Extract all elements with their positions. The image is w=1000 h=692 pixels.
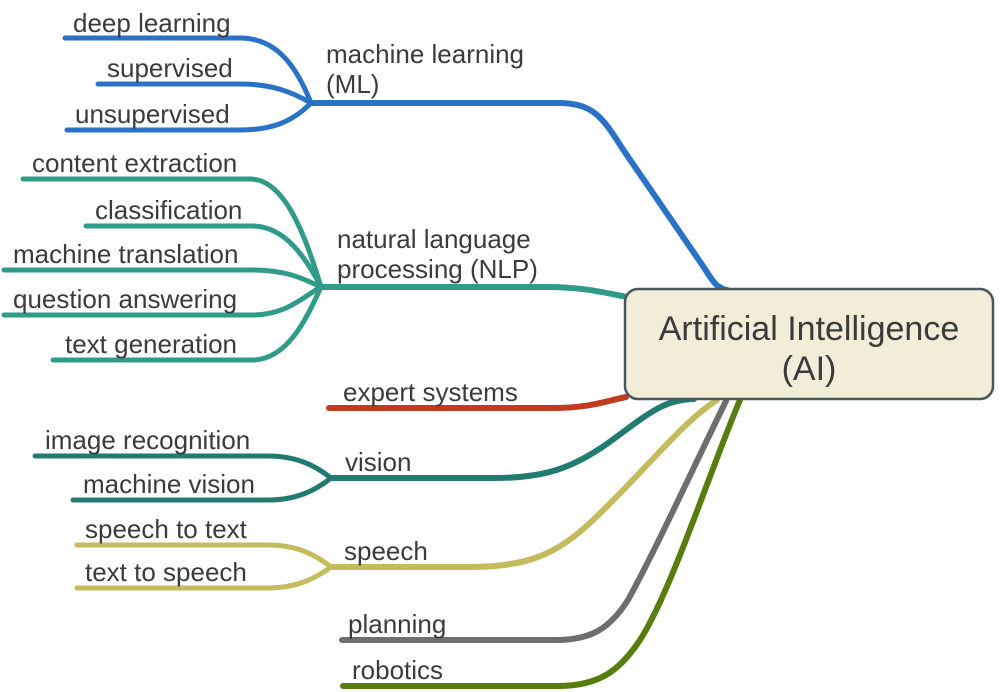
branch-label-vision[interactable]: vision bbox=[345, 447, 411, 477]
child-line-classification bbox=[83, 223, 324, 290]
branch-line-machine-learning bbox=[308, 100, 730, 293]
child-line-supervised bbox=[95, 81, 314, 106]
branch-label-machine-learning-line1[interactable]: machine learning bbox=[326, 39, 524, 69]
child-label-text-to-speech[interactable]: text to speech bbox=[85, 557, 247, 587]
child-label-supervised[interactable]: supervised bbox=[107, 53, 233, 83]
child-line-question-answering bbox=[1, 284, 324, 318]
child-label-unsupervised[interactable]: unsupervised bbox=[75, 99, 230, 129]
child-label-text-generation[interactable]: text generation bbox=[65, 329, 237, 359]
child-line-content-extraction bbox=[20, 176, 324, 290]
branch-planning: planning bbox=[339, 398, 729, 643]
branch-natural-language-processing: natural language processing (NLP) conten… bbox=[1, 148, 630, 363]
child-line-speech-to-text bbox=[74, 542, 334, 570]
branch-robotics: robotics bbox=[340, 397, 743, 689]
branch-line-nlp bbox=[318, 284, 630, 300]
child-label-question-answering[interactable]: question answering bbox=[13, 284, 237, 314]
branch-label-nlp-line2[interactable]: processing (NLP) bbox=[337, 254, 538, 284]
branch-label-speech[interactable]: speech bbox=[344, 536, 428, 566]
child-line-unsupervised bbox=[64, 100, 314, 133]
child-label-machine-vision[interactable]: machine vision bbox=[83, 469, 255, 499]
child-label-content-extraction[interactable]: content extraction bbox=[32, 148, 237, 178]
branch-line-speech bbox=[328, 397, 720, 570]
child-line-text-generation bbox=[50, 284, 324, 363]
branch-line-robotics bbox=[340, 397, 743, 689]
child-line-deep-learning bbox=[62, 35, 314, 106]
branch-expert-systems: expert systems bbox=[326, 377, 629, 411]
branch-line-expert-systems bbox=[326, 394, 629, 411]
central-node-label-line2[interactable]: (AI) bbox=[782, 350, 837, 388]
child-line-image-recognition bbox=[32, 453, 334, 481]
child-line-machine-vision bbox=[70, 475, 334, 503]
branch-speech: speech speech to text text to speech bbox=[74, 397, 720, 591]
branch-line-vision bbox=[328, 396, 697, 481]
child-label-classification[interactable]: classification bbox=[95, 195, 242, 225]
child-label-deep-learning[interactable]: deep learning bbox=[73, 8, 231, 38]
central-node-box[interactable] bbox=[623, 287, 995, 401]
branch-label-planning[interactable]: planning bbox=[348, 609, 446, 639]
child-line-machine-translation bbox=[1, 267, 324, 290]
child-label-machine-translation[interactable]: machine translation bbox=[13, 239, 238, 269]
branch-label-robotics[interactable]: robotics bbox=[352, 655, 443, 685]
branch-label-machine-learning-line2[interactable]: (ML) bbox=[326, 69, 379, 99]
branch-label-nlp-line1[interactable]: natural language bbox=[337, 224, 531, 254]
branch-vision: vision image recognition machine vision bbox=[32, 396, 697, 503]
branch-line-planning bbox=[339, 398, 729, 643]
child-label-image-recognition[interactable]: image recognition bbox=[45, 425, 250, 455]
child-label-speech-to-text[interactable]: speech to text bbox=[85, 514, 248, 544]
branch-label-expert-systems[interactable]: expert systems bbox=[343, 377, 518, 407]
central-node-artificial-intelligence[interactable]: Artificial Intelligence (AI) bbox=[623, 287, 995, 401]
branch-machine-learning: machine learning (ML) deep learning supe… bbox=[62, 8, 730, 293]
child-line-text-to-speech bbox=[74, 564, 334, 591]
central-node-label-line1[interactable]: Artificial Intelligence bbox=[659, 310, 959, 348]
